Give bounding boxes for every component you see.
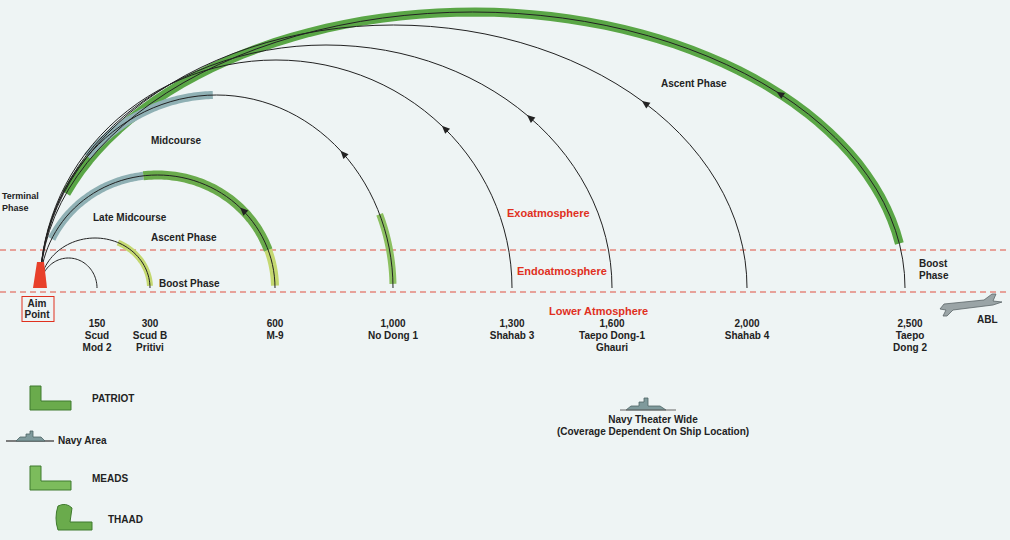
exo-boundary-line — [0, 250, 1010, 251]
range-number: 2,500 — [896, 318, 923, 330]
defense-bands — [52, 12, 900, 286]
phase-label: Boost Phase — [918, 258, 949, 282]
arrowhead — [776, 92, 785, 99]
legend-text: MEADS — [92, 473, 128, 484]
legend-entry: MEADS — [92, 473, 128, 485]
defense-band — [66, 12, 899, 244]
defense-band — [268, 250, 275, 285]
range-number: 300 — [141, 318, 160, 330]
trajectory-arc — [40, 175, 275, 288]
missile-name: Dong 2 — [892, 342, 928, 354]
missile-name: Scud B — [132, 330, 168, 342]
trajectory-arc — [40, 45, 612, 288]
aim-point-box: Aim Point — [22, 296, 55, 322]
trajectory-arc — [40, 258, 97, 288]
missile-name: M-9 — [265, 330, 284, 342]
trajectory-arc — [40, 25, 747, 288]
missile-name: Shahab 3 — [489, 330, 535, 342]
range-number: 600 — [266, 318, 285, 330]
coverage-note: (Coverage Dependent On Ship Location) — [556, 426, 750, 438]
legend-entry: PATRIOT — [92, 393, 134, 405]
range-number: 1,000 — [379, 318, 406, 330]
phase-label: Midcourse — [150, 135, 202, 147]
trajectory-arcs — [40, 12, 905, 288]
legend-entry: THAAD — [108, 514, 143, 526]
range-number: 1,300 — [498, 318, 525, 330]
lower-boundary-line — [0, 292, 1010, 293]
trajectory-arc — [40, 12, 905, 288]
trajectory-arc — [40, 95, 393, 288]
range-number: 150 — [88, 318, 107, 330]
missile-name: Mod 2 — [82, 342, 113, 354]
missile-name: Taepo Dong-1 — [578, 330, 646, 342]
arrowhead — [442, 126, 450, 134]
phase-label: Ascent Phase — [660, 78, 728, 90]
missile-name: Ghauri — [595, 342, 629, 354]
abl-label: ABL — [976, 314, 999, 326]
arrowhead — [240, 208, 248, 216]
missile-name: Scud — [84, 330, 110, 342]
phase-label: Ascent Phase — [150, 232, 218, 244]
phase-label: Late Midcourse — [92, 212, 167, 224]
defense-band — [380, 214, 393, 283]
missile-name: Pritivi — [135, 342, 165, 354]
atmosphere-label: Lower Atmosphere — [548, 305, 649, 318]
phase-label: Terminal Phase — [1, 190, 40, 214]
terminal-band — [33, 262, 47, 288]
legend-entry: Navy Theater Wide — [608, 414, 697, 426]
thaad-icon — [56, 504, 92, 530]
missile-name: No Dong 1 — [367, 330, 419, 342]
legend-text: PATRIOT — [92, 393, 134, 404]
navy-area-ship — [16, 431, 45, 441]
atmosphere-label: Exoatmosphere — [506, 207, 591, 220]
abl-aircraft — [940, 294, 1002, 316]
atmosphere-label: Endoatmosphere — [516, 265, 608, 278]
range-number: 2,000 — [733, 318, 760, 330]
missile-name: Shahab 4 — [724, 330, 770, 342]
legend-text: THAAD — [108, 514, 143, 525]
navy-theater-ship — [626, 398, 666, 410]
navy-theater-water — [620, 410, 676, 411]
arrowhead — [527, 115, 535, 123]
patriot-icon — [30, 386, 71, 410]
phase-label: Boost Phase — [158, 278, 221, 290]
arrowhead — [642, 101, 651, 109]
arrowhead — [341, 151, 349, 159]
trajectory-arc — [40, 238, 150, 288]
legend-text: Navy Theater Wide — [608, 414, 697, 425]
range-number: 1,600 — [598, 318, 625, 330]
legend-text: Navy Area — [58, 435, 107, 446]
meads-icon — [30, 466, 71, 490]
node-text: Aim Point — [25, 298, 50, 320]
trajectory-arc — [40, 60, 512, 288]
legend-entry: Navy Area — [58, 435, 107, 447]
missile-name: Taepo — [895, 330, 926, 342]
defense-band — [118, 243, 150, 286]
